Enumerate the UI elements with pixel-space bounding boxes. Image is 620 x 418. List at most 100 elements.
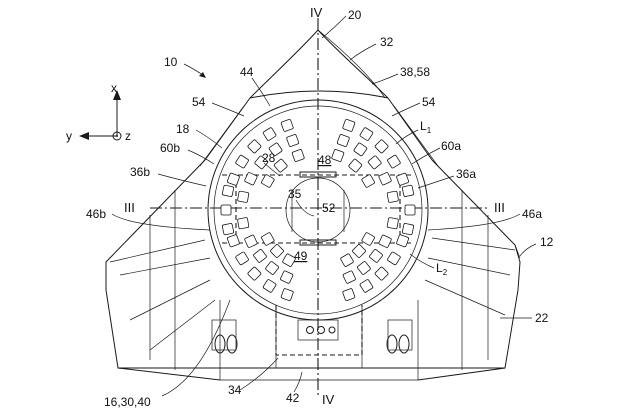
reference-numerals: 10 20 32 38,58 44 54 54 L1 18 60b 60a 28… <box>86 5 554 409</box>
passenger-seat <box>286 134 300 147</box>
ref-54-left: 54 <box>192 95 206 109</box>
leader-60b <box>187 149 215 165</box>
ref-l2-sub: 2 <box>443 268 448 277</box>
leader-36b <box>157 173 207 187</box>
ref-10: 10 <box>164 55 178 69</box>
ref-36a: 36a <box>456 167 476 181</box>
ref-49: 49 <box>294 249 308 263</box>
passenger-seat <box>401 184 415 197</box>
left-wing-line-d <box>149 299 216 351</box>
axis-label-y: y <box>66 129 72 143</box>
cargo-area-outline <box>275 305 363 356</box>
ref-l1-main: L <box>420 119 427 133</box>
right-wheel-b <box>398 334 410 354</box>
left-wheel-b <box>226 334 238 354</box>
passenger-seat <box>254 155 269 170</box>
leader-l2 <box>409 253 435 269</box>
passenger-seat <box>247 266 262 281</box>
ref-32: 32 <box>380 35 394 49</box>
leader-32 <box>349 43 377 61</box>
leader-lines <box>111 15 537 397</box>
leader-35 <box>295 199 315 217</box>
right-wing-line-a <box>431 237 516 251</box>
leader-16-30-40 <box>161 299 231 397</box>
ref-28: 28 <box>262 151 276 165</box>
passenger-seat <box>244 234 258 248</box>
leader-60a <box>411 147 441 165</box>
center-wheel-a <box>306 326 314 334</box>
passenger-seat <box>235 154 249 169</box>
leader-18 <box>195 129 223 149</box>
passenger-seat <box>273 158 288 173</box>
ref-l1: L1 <box>420 119 432 135</box>
ref-l2-main: L <box>436 261 443 275</box>
body-left-inner <box>199 105 245 167</box>
passenger-seat <box>282 253 296 267</box>
passenger-seat <box>361 232 375 246</box>
passenger-seat <box>262 127 277 141</box>
passenger-seat <box>342 288 356 301</box>
passenger-seat <box>386 217 399 230</box>
ref-36b: 36b <box>130 165 150 179</box>
ref-l1-sub: 1 <box>427 126 432 135</box>
passenger-seat <box>253 249 267 263</box>
passenger-seat <box>387 154 401 169</box>
passenger-seat <box>387 251 401 266</box>
passenger-seat <box>386 190 399 203</box>
passenger-seat <box>244 172 258 186</box>
center-wheel-c <box>328 326 336 334</box>
passenger-seat <box>280 119 294 132</box>
ref-22: 22 <box>535 311 549 325</box>
right-wheel-a <box>386 334 398 354</box>
body-right-inner <box>393 105 439 167</box>
axis-label-z: z <box>125 129 131 143</box>
passenger-seat <box>396 234 409 248</box>
ref-52: 52 <box>322 201 336 215</box>
passenger-seat <box>378 234 392 248</box>
passenger-seat <box>331 149 345 162</box>
passenger-seat <box>401 223 415 236</box>
passenger-seat <box>342 119 356 132</box>
passenger-seat <box>378 172 392 186</box>
seat-rows <box>220 119 416 301</box>
passenger-seat <box>396 172 409 186</box>
leader-34 <box>239 357 279 391</box>
passenger-seat <box>247 139 262 154</box>
leader-12 <box>519 243 537 257</box>
passenger-seat <box>374 266 389 281</box>
ref-54-right: 54 <box>422 95 436 109</box>
passenger-seat <box>235 251 249 266</box>
passenger-seat <box>221 223 235 236</box>
passenger-seat <box>262 279 277 293</box>
passenger-seat <box>352 244 366 258</box>
leader-l1 <box>395 129 419 145</box>
passenger-seat <box>221 184 235 197</box>
left-wing-line-c <box>129 279 211 321</box>
leader-46a <box>427 213 521 231</box>
ref-12: 12 <box>540 235 554 249</box>
leader-36a <box>417 175 455 189</box>
left-wing-line-b <box>119 257 211 276</box>
section-iv-top: IV <box>310 5 323 20</box>
leader-44 <box>251 77 271 107</box>
leader-28 <box>263 162 281 177</box>
passenger-seat <box>268 142 283 157</box>
ref-38-58: 38,58 <box>400 65 430 79</box>
section-iv-bottom: IV <box>322 392 335 407</box>
section-iii-right: III <box>494 200 505 215</box>
passenger-seat <box>348 158 363 173</box>
nose-inner-line <box>317 29 386 99</box>
right-wing-outline <box>417 159 521 381</box>
passenger-seat <box>237 190 250 203</box>
wing-tip-detail <box>514 244 521 259</box>
passenger-seat <box>367 155 382 170</box>
passenger-seat <box>280 288 294 301</box>
passenger-seat <box>361 174 375 188</box>
z-axis-dot <box>116 135 118 137</box>
ref-60b: 60b <box>160 141 180 155</box>
passenger-seat <box>369 249 383 263</box>
leader-54-right <box>391 102 421 117</box>
ref-18: 18 <box>176 122 190 136</box>
